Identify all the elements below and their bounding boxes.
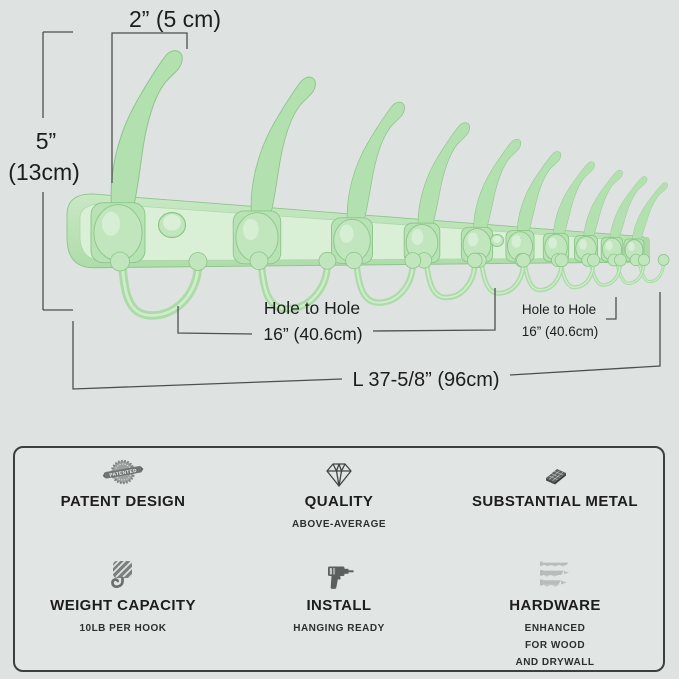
hook-lower-loop-highlight — [259, 256, 329, 311]
crane-hook-icon-wrap — [108, 559, 138, 593]
feature-subtitle-line: FOR WOOD — [524, 640, 586, 651]
patented-badge-icon-wrap: PATENTED — [102, 455, 144, 489]
feature-title: QUALITY — [304, 493, 374, 510]
feature-hardware: HARDWARE ENHANCED FOR WOOD AND DRYWALL — [447, 552, 663, 671]
hook-2 — [232, 76, 337, 313]
hook-lower-loop-highlight — [480, 254, 525, 295]
hook-knob-highlight — [102, 211, 120, 236]
feature-subtitle-line: ENHANCED — [524, 623, 586, 634]
feature-subtitle-line: HANGING READY — [293, 623, 385, 634]
hook-knob-highlight — [511, 235, 522, 248]
feature-patent-design: PATENTED PATENT DESIGN — [15, 448, 231, 552]
dim-height-label-cm: (13cm) — [8, 159, 80, 185]
hook-knob-highlight — [579, 239, 587, 250]
dim-hole2-bracket-right — [606, 297, 617, 320]
feature-subtitle: ABOVE-AVERAGE — [292, 516, 386, 533]
hook-knob-highlight — [467, 232, 479, 247]
hook-5 — [460, 138, 531, 296]
hook-knob-highlight — [242, 218, 259, 241]
dim-length-label: L 37-5/8” (96cm) — [352, 369, 499, 391]
patented-badge-text: PATENTED — [109, 468, 137, 478]
feature-install: INSTALL HANGING READY — [231, 552, 447, 671]
hook-upper-arm — [110, 50, 183, 214]
dim-length-bracket-left — [72, 321, 343, 390]
hook-prong-ball — [614, 253, 627, 267]
mount-screw-1 — [157, 211, 187, 239]
hook-lower-loop-highlight — [120, 258, 200, 317]
dimension-annotations: 2” (5 cm) 5” (13cm) Hole to Hole 16” (40… — [8, 6, 661, 391]
hook-1 — [90, 50, 208, 320]
hook-prong-ball — [587, 253, 601, 267]
hook-lower-loop-highlight — [354, 256, 414, 304]
hook-lower-loop-highlight — [523, 254, 563, 291]
screws-icon-wrap — [533, 559, 577, 593]
hook-knob-highlight — [339, 224, 354, 243]
hook-knob-highlight — [411, 229, 424, 245]
diamond-icon-wrap — [324, 455, 354, 489]
feature-subtitle: HANGING READY — [293, 620, 385, 637]
feature-title: INSTALL — [306, 597, 372, 614]
hook-stem-ball — [110, 251, 130, 272]
feature-subtitle: 10LB PER HOOK — [79, 620, 166, 637]
feature-subtitle-line: 10LB PER HOOK — [79, 623, 167, 634]
dim-length-bracket-right — [509, 292, 661, 376]
metal-plate-icon-wrap — [538, 455, 572, 489]
feature-title: SUBSTANTIAL METAL — [472, 493, 638, 510]
diamond-icon — [326, 463, 352, 487]
hook-prong-ball — [467, 252, 483, 269]
feature-weight-capacity: WEIGHT CAPACITY 10LB PER HOOK — [15, 552, 231, 671]
dim-hole1-bracket-right — [372, 288, 496, 332]
hook-prong-ball — [637, 253, 651, 267]
feature-subtitle-line: AND DRYWALL — [515, 657, 595, 668]
dim-hole1-bracket-left — [177, 306, 253, 335]
dim-hole2-value: 16” (40.6cm) — [522, 324, 599, 339]
metal-plate-icon — [546, 469, 566, 485]
hook-upper-arm — [417, 122, 471, 231]
hook-3 — [331, 101, 422, 306]
feature-title: PATENT DESIGN — [60, 493, 186, 510]
feature-subtitle-line: ABOVE-AVERAGE — [291, 519, 387, 530]
drill-icon — [328, 566, 354, 589]
coat-rack-render — [66, 50, 670, 320]
hook-prong-ball — [404, 252, 422, 269]
hook-prong-ball — [188, 252, 208, 271]
hook-stem-ball — [345, 251, 363, 270]
crane-hook-icon — [111, 561, 132, 588]
dimension-diagram: 2” (5 cm) 5” (13cm) Hole to Hole 16” (40… — [8, 6, 670, 391]
mount-screw-2 — [490, 234, 504, 247]
feature-title: HARDWARE — [509, 597, 601, 614]
hook-lower-loop-highlight — [559, 254, 595, 288]
dim-top-width-bracket — [111, 32, 188, 183]
hook-knob-highlight — [628, 242, 635, 252]
hook-lower-loop-highlight — [425, 255, 476, 299]
hook-prong-ball — [554, 253, 569, 268]
hook-upper-arm — [250, 76, 316, 221]
dim-hole2-label: Hole to Hole — [522, 302, 596, 317]
dim-top-width-label: 2” (5 cm) — [129, 6, 221, 32]
features-grid: PATENTED PATENT DESIGN QUALITY ABOVE-AVER… — [15, 448, 663, 670]
feature-subtitle: ENHANCED FOR WOOD AND DRYWALL — [515, 620, 594, 671]
hook-prong-ball — [657, 254, 670, 266]
hook-prong-ball — [318, 251, 337, 270]
dim-hole1-label: Hole to Hole — [264, 298, 360, 318]
features-panel: PATENTED PATENT DESIGN QUALITY ABOVE-AVER… — [13, 446, 665, 672]
hook-upper-arm — [473, 138, 522, 234]
hook-upper-arm — [631, 182, 668, 243]
drill-icon-wrap — [324, 559, 354, 593]
hook-knob-highlight — [605, 240, 613, 251]
hook-stem-ball — [249, 251, 269, 271]
hook-knob-highlight — [548, 237, 557, 249]
screws-icon — [540, 561, 569, 587]
patented-badge-icon: PATENTED — [102, 459, 144, 485]
hook-4 — [403, 122, 483, 301]
hook-upper-arm — [346, 101, 405, 227]
dim-hole1-value: 16” (40.6cm) — [263, 324, 362, 344]
feature-substantial-metal: SUBSTANTIAL METAL — [447, 448, 663, 552]
hook-prong-ball — [516, 253, 531, 268]
feature-quality: QUALITY ABOVE-AVERAGE — [231, 448, 447, 552]
dim-height-label-in: 5” — [36, 128, 56, 154]
hook-lower-loop-highlight — [637, 253, 665, 283]
feature-title: WEIGHT CAPACITY — [50, 597, 196, 614]
